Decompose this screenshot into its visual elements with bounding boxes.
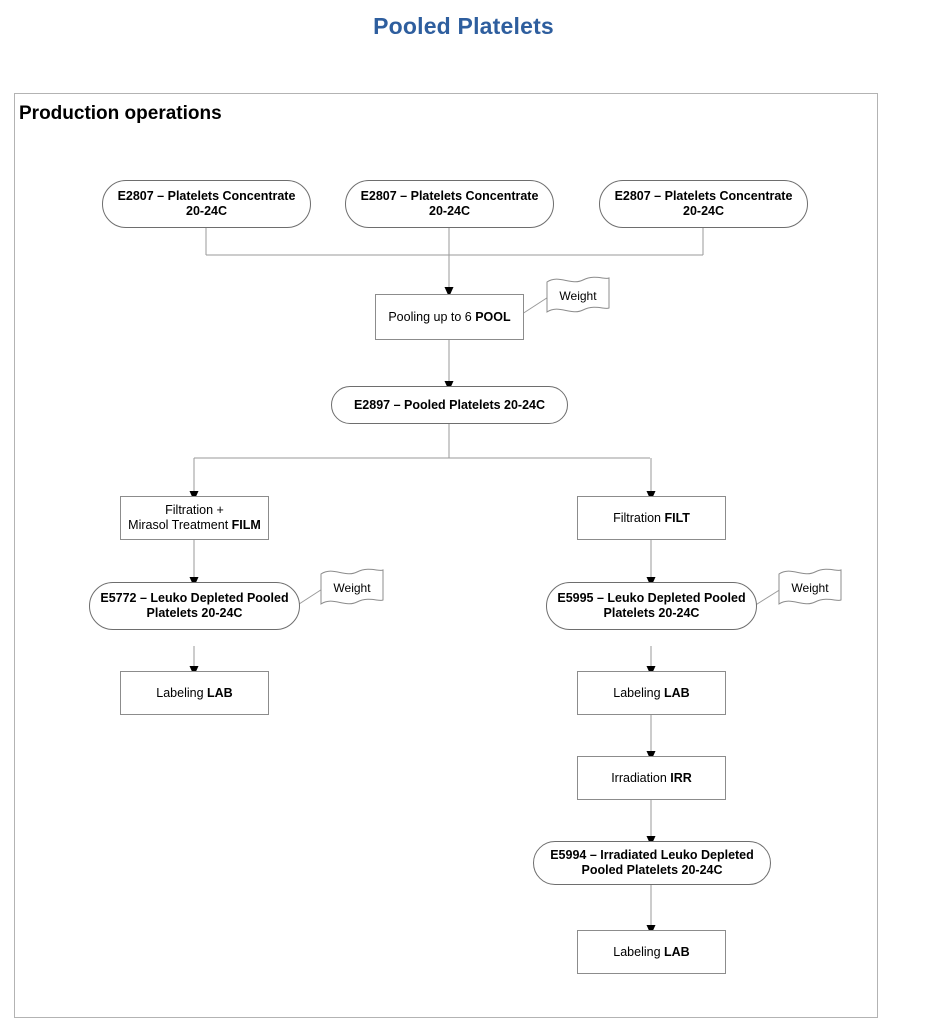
node-line-1: E5995 – Leuko Depleted Pooled [557,591,746,605]
weight-flag-right: Weight [777,568,843,608]
node-tag: LAB [664,685,690,700]
node-pooled-platelets[interactable]: E2897 – Pooled Platelets 20-24C [331,386,568,424]
weight-flag-label: Weight [333,581,371,595]
node-platelets-concentrate-2[interactable]: E2807 – Platelets Concentrate 20-24C [345,180,554,228]
node-labeling-right-2[interactable]: Labeling LAB [577,930,726,974]
node-tag: LAB [664,944,690,959]
node-text: Labeling [156,685,208,700]
node-leuko-depleted-pooled-right[interactable]: E5995 – Leuko Depleted Pooled Platelets … [546,582,757,630]
node-tag: LAB [207,685,233,700]
node-tag: IRR [670,770,692,785]
node-filtration-mirasol[interactable]: Filtration + Mirasol Treatment FILM [120,496,269,540]
weight-flag-pooling: Weight [545,276,611,316]
node-platelets-concentrate-3[interactable]: E2807 – Platelets Concentrate 20-24C [599,180,808,228]
node-line-2: 20-24C [186,204,227,218]
node-line-2: Mirasol Treatment [128,518,232,532]
node-platelets-concentrate-1[interactable]: E2807 – Platelets Concentrate 20-24C [102,180,311,228]
node-labeling-right-1[interactable]: Labeling LAB [577,671,726,715]
node-line-1: E2807 – Platelets Concentrate [117,189,296,203]
node-tag: POOL [475,309,511,324]
node-line-2: Platelets 20-24C [603,606,700,620]
weight-flag-label: Weight [791,581,829,595]
page-title: Pooled Platelets [373,13,554,39]
node-text: Pooling up to 6 [388,309,476,324]
node-labeling-left[interactable]: Labeling LAB [120,671,269,715]
node-irradiation[interactable]: Irradiation IRR [577,756,726,800]
weight-flag-left: Weight [319,568,385,608]
node-text: Filtration [613,510,665,525]
lane-title: Production operations [19,103,222,124]
node-leuko-depleted-pooled-left[interactable]: E5772 – Leuko Depleted Pooled Platelets … [89,582,300,630]
node-line-1: E2807 – Platelets Concentrate [614,189,793,203]
weight-flag-label: Weight [559,289,597,303]
node-text: Labeling [613,685,665,700]
node-filtration[interactable]: Filtration FILT [577,496,726,540]
node-line-2: 20-24C [683,204,724,218]
node-line-2: Pooled Platelets 20-24C [581,863,723,877]
node-pooling[interactable]: Pooling up to 6 POOL [375,294,524,340]
node-line-1: E2897 – Pooled Platelets 20-24C [353,397,546,412]
production-operations-lane: Production operations [14,93,878,1018]
node-line-2: 20-24C [429,204,470,218]
node-tag: FILT [664,510,690,525]
node-line-1: E2807 – Platelets Concentrate [360,189,539,203]
node-irradiated-leuko-depleted-pooled[interactable]: E5994 – Irradiated Leuko Depleted Pooled… [533,841,771,885]
node-tag: FILM [231,518,261,532]
node-line-1: Filtration + [165,503,224,517]
node-line-1: E5994 – Irradiated Leuko Depleted [550,848,754,862]
node-line-2: Platelets 20-24C [146,606,243,620]
node-text: Irradiation [611,770,671,785]
node-line-1: E5772 – Leuko Depleted Pooled [100,591,289,605]
node-text: Labeling [613,944,665,959]
